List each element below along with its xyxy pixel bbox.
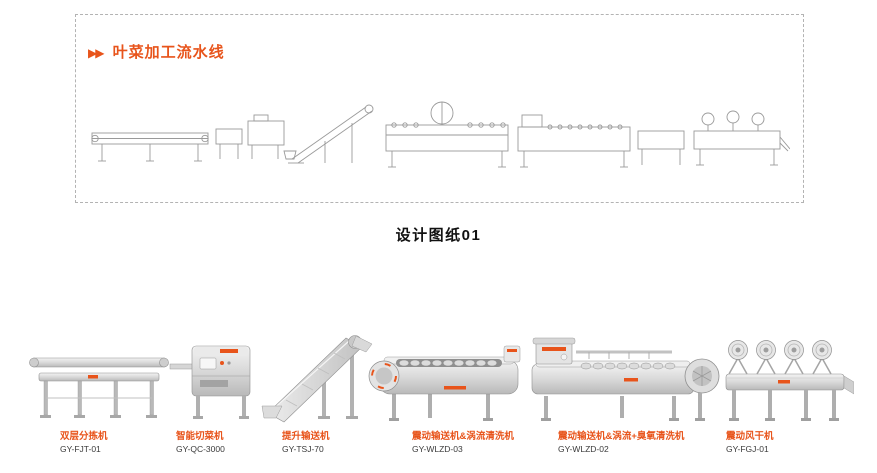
line-drawing (91, 101, 790, 168)
machine-model: GY-WLZD-03 (412, 443, 463, 454)
machine-name: 震动输送机&涡流+臭氧清洗机 (558, 431, 685, 442)
machine-model: GY-WLZD-02 (558, 443, 609, 454)
illustration-sorter (29, 357, 169, 418)
machine-name: 震动输送机&涡流清洗机 (412, 431, 514, 442)
illustration-cutter (169, 345, 251, 419)
machine-illustration (29, 335, 854, 423)
line-drawing-machines (91, 101, 790, 168)
machine-name: 震动风干机 (726, 431, 774, 442)
illustration-vortex-washer (368, 345, 521, 421)
machine-model: GY-FJT-01 (60, 443, 101, 454)
panel-title-text: 叶菜加工流水线 (112, 44, 225, 61)
drawing-caption: 设计图纸01 (395, 227, 482, 244)
machine-label-cutter: 智能切菜机 GY-QC-3000 (176, 431, 225, 454)
machine-model: GY-TSJ-70 (282, 443, 324, 454)
machine-label-sorter: 双层分拣机 GY-FJT-01 (60, 431, 108, 454)
machine-model: GY-FGJ-01 (726, 443, 769, 454)
illustration-air-dryer (725, 340, 854, 421)
machine-label-ozone-washer: 震动输送机&涡流+臭氧清洗机 GY-WLZD-02 (558, 431, 684, 454)
machine-label-incline: 提升输送机 GY-TSJ-70 (282, 431, 330, 454)
machine-model: GY-QC-3000 (176, 443, 225, 454)
machine-name: 提升输送机 (282, 431, 330, 442)
machine-name: 智能切菜机 (176, 431, 224, 442)
machine-label-vortex-washer: 震动输送机&涡流清洗机 GY-WLZD-03 (412, 431, 514, 454)
panel-title: ▶▶ 叶菜加工流水线 (88, 41, 225, 62)
illustration-incline-conveyor (261, 335, 373, 423)
double-arrow-icon: ▶▶ (88, 46, 105, 60)
illustration-ozone-washer (531, 337, 720, 421)
design-drawing-panel: ▶▶ 叶菜加工流水线 (75, 14, 804, 203)
machine-name: 双层分拣机 (60, 431, 108, 442)
machine-label-air-dryer: 震动风干机 GY-FGJ-01 (726, 431, 774, 454)
